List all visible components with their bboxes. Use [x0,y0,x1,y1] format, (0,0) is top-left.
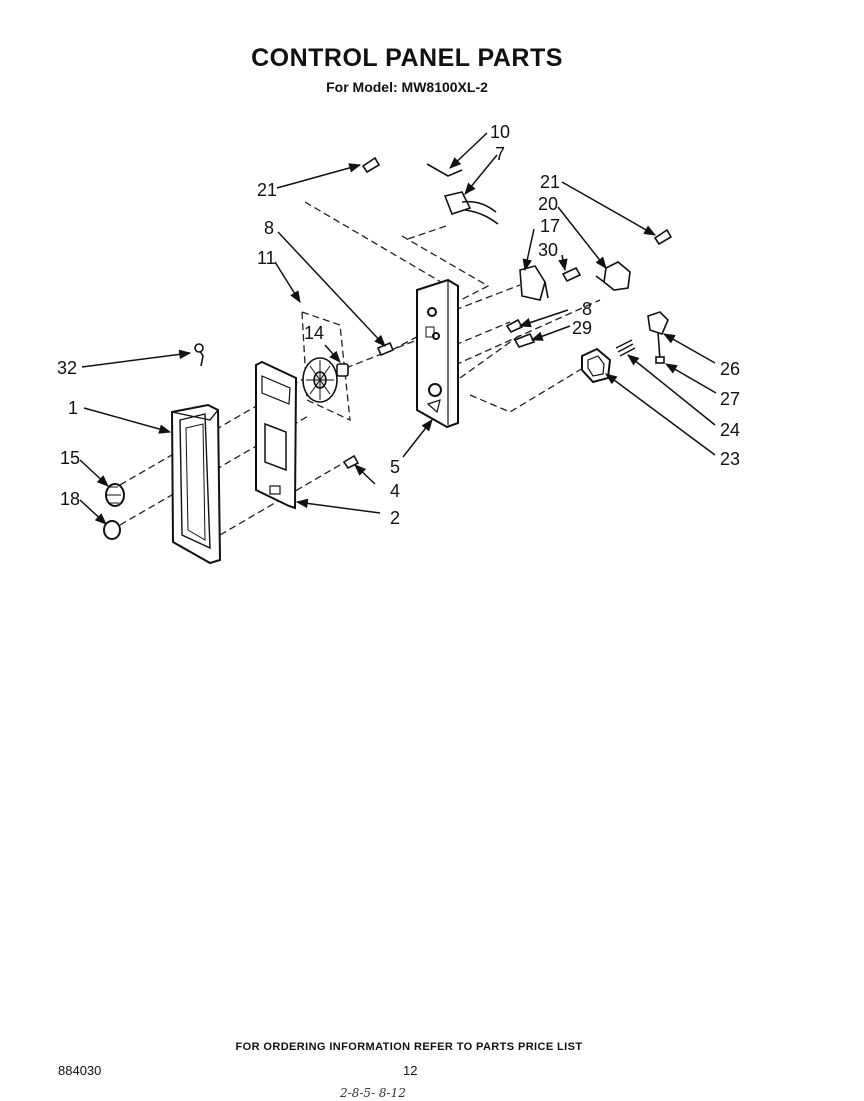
push-button-part [581,347,612,384]
callout-21-left: 21 [257,180,277,200]
callout-8-right: 8 [582,299,592,319]
switch-part [519,265,549,301]
page-title: CONTROL PANEL PARTS [251,44,563,72]
callout-21-right: 21 [540,172,560,192]
spring-part [615,339,636,357]
callout-1: 1 [68,398,78,418]
handwritten-note: 2-8-5- 8-12 [340,1086,406,1100]
document-number: 884030 [58,1063,102,1078]
callout-24: 24 [720,420,740,440]
relay-part [595,261,631,291]
connector-wire-part [426,163,499,225]
callout-18: 18 [60,489,80,509]
bracket-panel-part [416,278,459,429]
ordering-info-note: FOR ORDERING INFORMATION REFER TO PARTS … [235,1041,583,1053]
callout-32: 32 [57,358,77,378]
frame-part [170,403,222,565]
latch-part [647,311,669,364]
screw-hardware [194,156,673,470]
knob-part [105,483,125,507]
callout-17: 17 [540,216,560,236]
callout-20: 20 [538,194,558,214]
callout-23: 23 [720,449,740,469]
callout-2: 2 [390,508,400,528]
callout-7: 7 [495,144,505,164]
callout-8-top: 8 [264,218,274,238]
callout-labels: 21 10 7 21 20 17 30 8 11 14 32 1 15 18 8… [57,122,740,528]
dial-wheel-part [302,357,349,403]
knob-small-part [103,520,121,540]
callout-14: 14 [304,323,324,343]
model-subtitle: For Model: MW8100XL-2 [326,79,488,95]
callout-4: 4 [390,481,400,501]
callout-10: 10 [490,122,510,142]
callout-30: 30 [538,240,558,260]
callout-29: 29 [572,318,592,338]
callout-leader-lines [79,132,717,525]
callout-11: 11 [257,248,276,268]
callout-26: 26 [720,359,740,379]
callout-5: 5 [390,457,400,477]
control-panel-face-part [255,360,298,510]
callout-27: 27 [720,389,740,409]
page-number: 12 [403,1063,418,1078]
callout-15: 15 [60,448,80,468]
